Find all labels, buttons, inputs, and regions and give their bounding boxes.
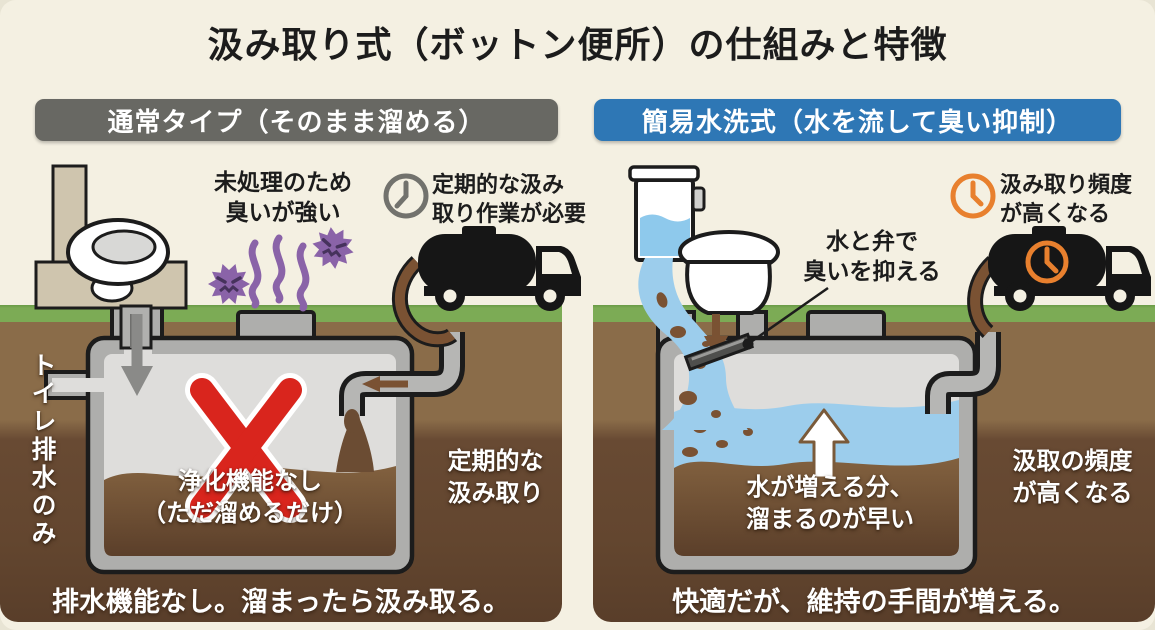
germ-icon <box>208 264 250 304</box>
germ-icon <box>312 227 354 269</box>
vacuum-truck-icon <box>418 226 581 311</box>
right-scene <box>628 165 1151 575</box>
leader-line <box>747 286 829 346</box>
left-truck-hose <box>391 256 458 348</box>
left-caption: 排水機能なし。溜まったら汲み取る。 <box>52 587 510 618</box>
squat-toilet-icon <box>34 164 188 350</box>
up-arrow-icon <box>798 408 850 480</box>
fills-faster-label: 水が増える分、 溜まるのが早い <box>746 473 914 533</box>
left-panel-header: 通常タイプ（そのまま溜める） <box>35 99 558 141</box>
left-suction-pipe <box>339 332 465 433</box>
page-title: 汲み取り式（ボットン便所）の仕組みと特徴 <box>207 25 948 66</box>
no-purification-label: 浄化機能なし （ただ溜めるだけ） <box>142 467 358 527</box>
valve-note: 水と弁で 臭いを抑える <box>803 229 941 286</box>
periodic-pickup-label: 定期的な 汲み取り <box>447 447 544 507</box>
clock-icon <box>383 173 429 219</box>
odor-note: 未処理のため 臭いが強い <box>214 170 352 227</box>
pickup-note: 定期的な汲み 取り作業が必要 <box>432 173 587 228</box>
sludge-fill <box>674 458 959 556</box>
clock-icon <box>1025 240 1069 284</box>
waste-fill <box>104 466 396 556</box>
right-truck-hose <box>967 256 999 338</box>
odor-waves-icon <box>248 234 310 312</box>
left-scene <box>34 164 581 575</box>
right-suction-pipe <box>925 332 1001 414</box>
red-cross-icon <box>185 373 307 523</box>
clock-icon <box>950 173 996 219</box>
down-arrow-icon <box>121 314 153 396</box>
frequency-note: 汲み取り頻度 が高くなる <box>1000 173 1133 228</box>
flush-toilet-icon <box>628 165 780 315</box>
vacuum-truck-icon <box>988 226 1151 311</box>
frequency-note-2: 汲取の頻度 が高くなる <box>1012 447 1133 507</box>
right-panel-header: 簡易水洗式（水を流して臭い抑制） <box>594 99 1121 141</box>
right-caption: 快適だが、維持の手間が増える。 <box>672 587 1076 618</box>
flush-stream <box>638 258 748 430</box>
drain-label: トイレ排水のみ <box>28 352 57 548</box>
